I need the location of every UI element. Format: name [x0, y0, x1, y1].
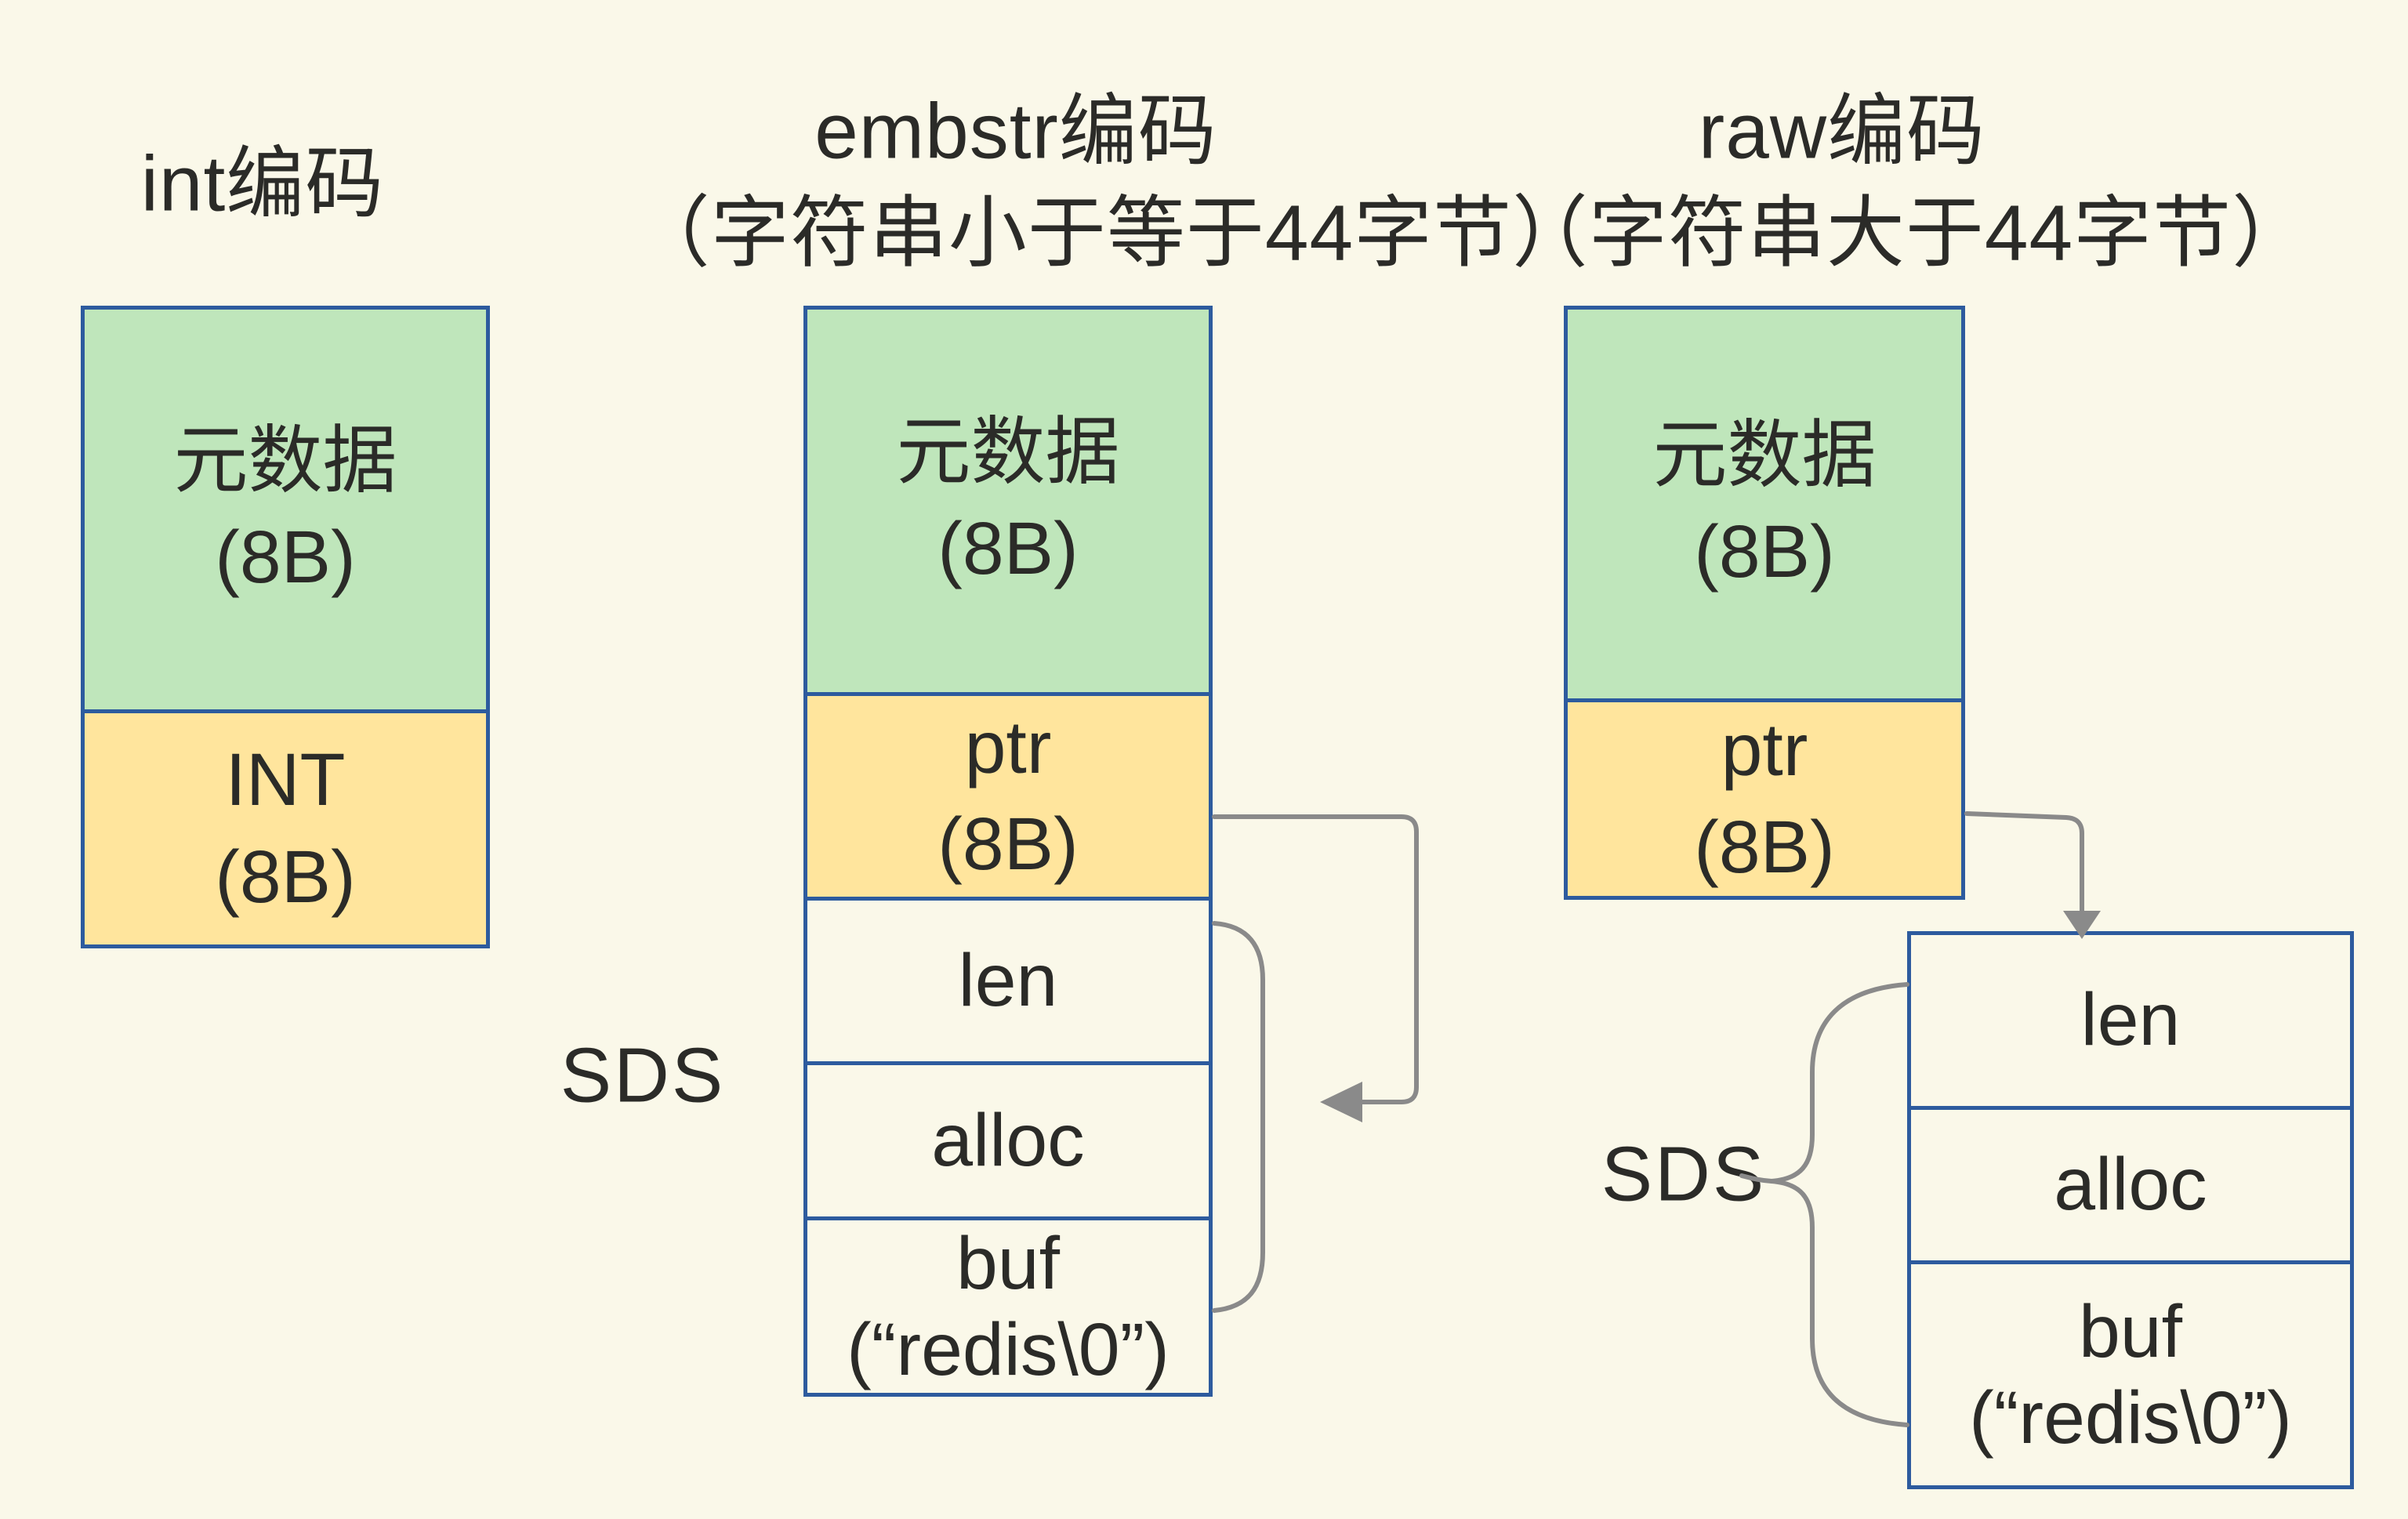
raw-len-cell: len [1911, 935, 2350, 1106]
metadata-size: (8B) [215, 516, 356, 599]
embstr-alloc-cell: alloc [807, 1060, 1209, 1216]
buf-value: (“redis\0”) [1969, 1376, 2292, 1459]
raw-sds-label: SDS [1601, 1130, 1767, 1217]
metadata-label: 元数据 [173, 419, 397, 502]
embstr-sds-bracket [1212, 921, 1265, 1313]
embstr-sds-label: SDS [560, 1031, 726, 1118]
int-value-cell: INT (8B) [85, 709, 486, 944]
len-label: len [2080, 978, 2181, 1062]
int-encoding-title: int编码 [140, 140, 385, 228]
embstr-encoding-title: embstr编码 [814, 87, 1217, 176]
raw-buf-cell: buf (“redis\0”) [1911, 1260, 2350, 1485]
raw-object-box: 元数据 (8B) ptr (8B) [1564, 306, 1965, 900]
embstr-metadata-cell: 元数据 (8B) [807, 310, 1209, 693]
alloc-label: alloc [931, 1098, 1085, 1182]
ptr-size: (8B) [1694, 805, 1835, 889]
ptr-label: ptr [1721, 709, 1808, 792]
int-size: (8B) [215, 835, 356, 919]
len-label: len [958, 938, 1058, 1022]
alloc-label: alloc [2054, 1143, 2207, 1227]
int-object-box: 元数据 (8B) INT (8B) [81, 306, 490, 948]
raw-metadata-cell: 元数据 (8B) [1568, 310, 1961, 698]
embstr-object-box: 元数据 (8B) ptr (8B) len alloc buf (“redis\… [803, 306, 1213, 1397]
embstr-buf-cell: buf (“redis\0”) [807, 1216, 1209, 1393]
raw-ptr-arrow-line [1964, 811, 2084, 918]
metadata-size: (8B) [937, 507, 1079, 591]
ptr-label: ptr [964, 705, 1052, 789]
embstr-encoding-subtitle: （字符串小于等于44字节） [631, 189, 1592, 277]
int-metadata-cell: 元数据 (8B) [85, 310, 486, 709]
raw-encoding-subtitle: （字符串大于44字节） [1509, 189, 2312, 277]
ptr-size: (8B) [937, 803, 1079, 886]
raw-encoding-title: raw编码 [1698, 87, 1986, 176]
embstr-ptr-arrow-line [1212, 814, 1419, 1104]
embstr-len-cell: len [807, 897, 1209, 1061]
raw-sds-brace [1769, 982, 1909, 1427]
raw-alloc-cell: alloc [1911, 1106, 2350, 1260]
embstr-ptr-arrowhead [1320, 1082, 1362, 1122]
int-label: INT [225, 738, 346, 821]
buf-value: (“redis\0”) [847, 1307, 1170, 1391]
embstr-ptr-cell: ptr (8B) [807, 692, 1209, 897]
raw-ptr-cell: ptr (8B) [1568, 698, 1961, 896]
raw-sds-box: len alloc buf (“redis\0”) [1907, 931, 2354, 1489]
buf-label: buf [956, 1221, 1061, 1305]
metadata-size: (8B) [1694, 510, 1835, 593]
metadata-label: 元数据 [1652, 413, 1877, 497]
metadata-label: 元数据 [896, 410, 1120, 494]
buf-label: buf [2078, 1289, 2183, 1373]
